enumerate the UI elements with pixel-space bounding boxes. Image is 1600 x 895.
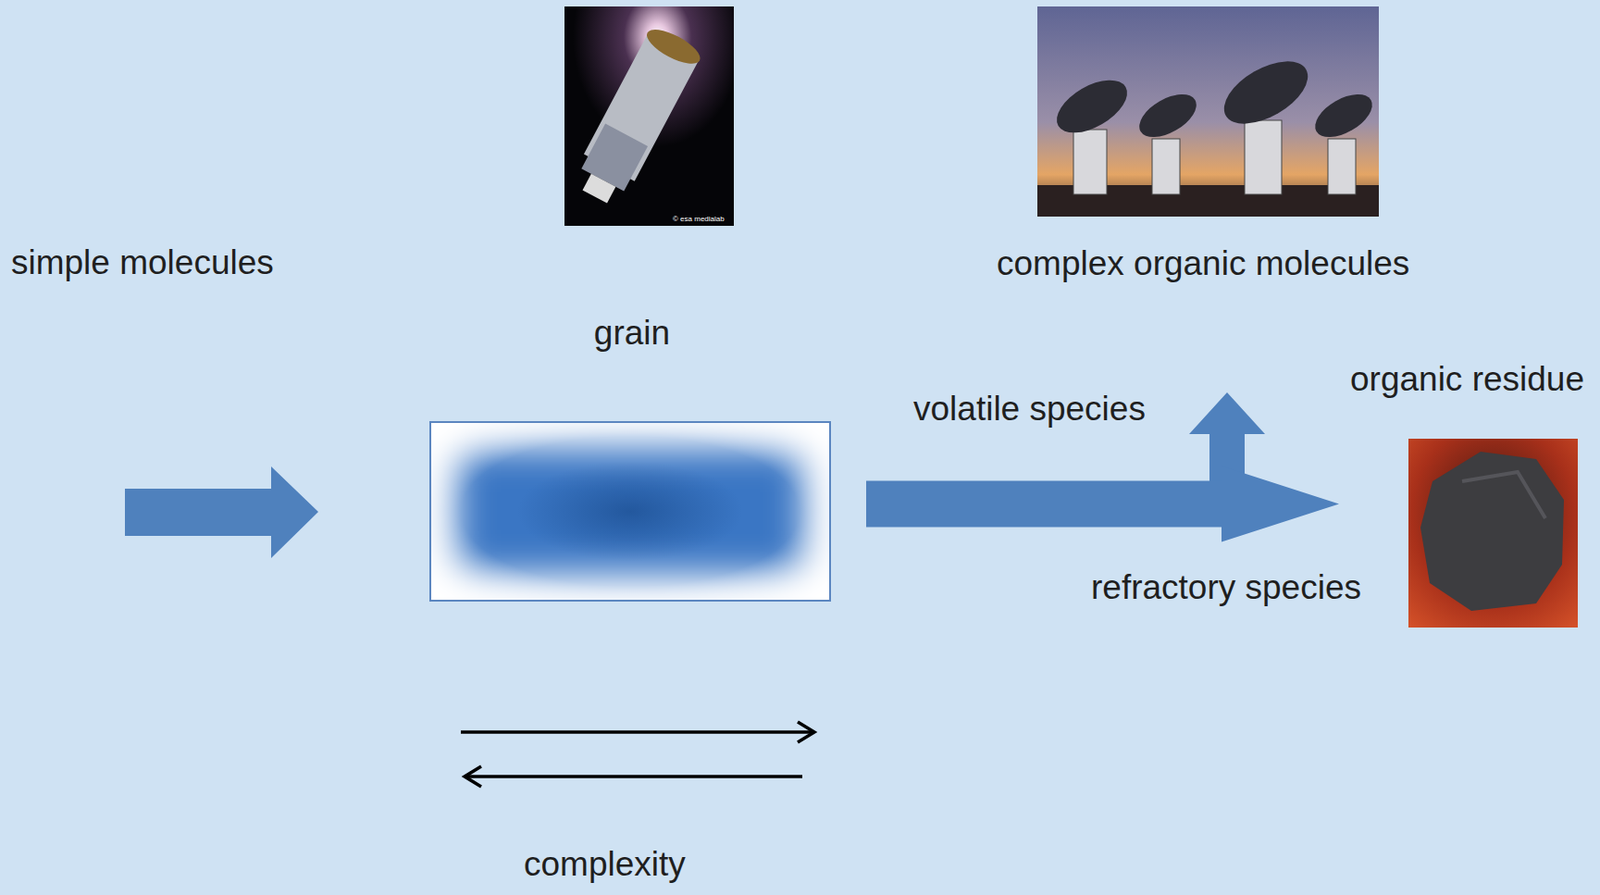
label: simple molecules xyxy=(11,242,274,284)
grain-box: grain xyxy=(429,421,832,602)
complexity-arrows xyxy=(460,721,815,787)
radio-telescopes-image xyxy=(1037,6,1379,217)
label: complexity xyxy=(523,843,686,885)
input-arrow xyxy=(124,466,319,559)
residue-image-box: organic residue xyxy=(1408,438,1578,628)
flow-arrow xyxy=(866,466,1340,543)
label: volatile species xyxy=(913,388,1146,430)
meteorite-image xyxy=(1408,438,1578,628)
label: complex organic molecules xyxy=(996,243,1410,285)
watermark: © esa medialab xyxy=(672,214,725,224)
telescope-image xyxy=(564,6,734,226)
edge-label: refractory species xyxy=(1091,567,1362,608)
node-heading: organic residue xyxy=(1350,359,1585,400)
node-heading: grain xyxy=(594,312,670,354)
